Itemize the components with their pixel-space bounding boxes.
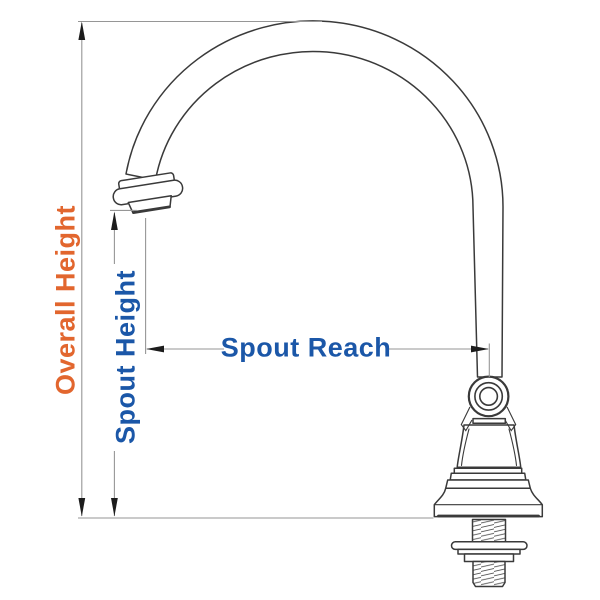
base-collar <box>472 417 507 424</box>
ball-joint <box>467 375 510 418</box>
spout-height-label: Spout Height <box>110 270 141 444</box>
base-neck-contour-right <box>508 428 518 467</box>
faucet-base <box>433 417 544 518</box>
spout-height-arrow-up-icon <box>111 211 118 230</box>
spout-height-arrow-down-icon <box>111 498 118 517</box>
yoke-right <box>504 406 517 432</box>
aerator-tip <box>112 172 184 214</box>
mounting-shank <box>450 518 528 588</box>
overall-height-label: Overall Height <box>50 204 81 396</box>
spout-reach-arrow-right-icon <box>471 345 489 353</box>
faucet-outline <box>112 20 544 588</box>
yoke-left <box>460 406 473 432</box>
base-bell-flare <box>433 487 544 518</box>
threaded-shank-upper <box>471 518 507 543</box>
threaded-nipple <box>472 560 506 588</box>
gooseneck-tube <box>125 20 504 378</box>
aerator-bottom-edge <box>131 205 171 214</box>
dimension-lines <box>78 20 490 519</box>
overall-height-arrow-up-icon <box>78 21 86 40</box>
ball-joint-inner <box>479 386 499 407</box>
overall-height-arrow-down-icon <box>78 498 86 517</box>
base-ring-2 <box>449 472 527 481</box>
base-neck <box>456 424 522 468</box>
base-ring-3 <box>444 479 532 490</box>
mounting-flange <box>450 541 528 551</box>
base-neck-contour-left <box>460 428 470 467</box>
ball-joint-yoke <box>460 406 517 432</box>
spout-reach-label: Spout Reach <box>220 332 392 363</box>
spout-reach-arrow-left-icon <box>146 345 164 353</box>
mounting-step-lower <box>463 553 515 563</box>
